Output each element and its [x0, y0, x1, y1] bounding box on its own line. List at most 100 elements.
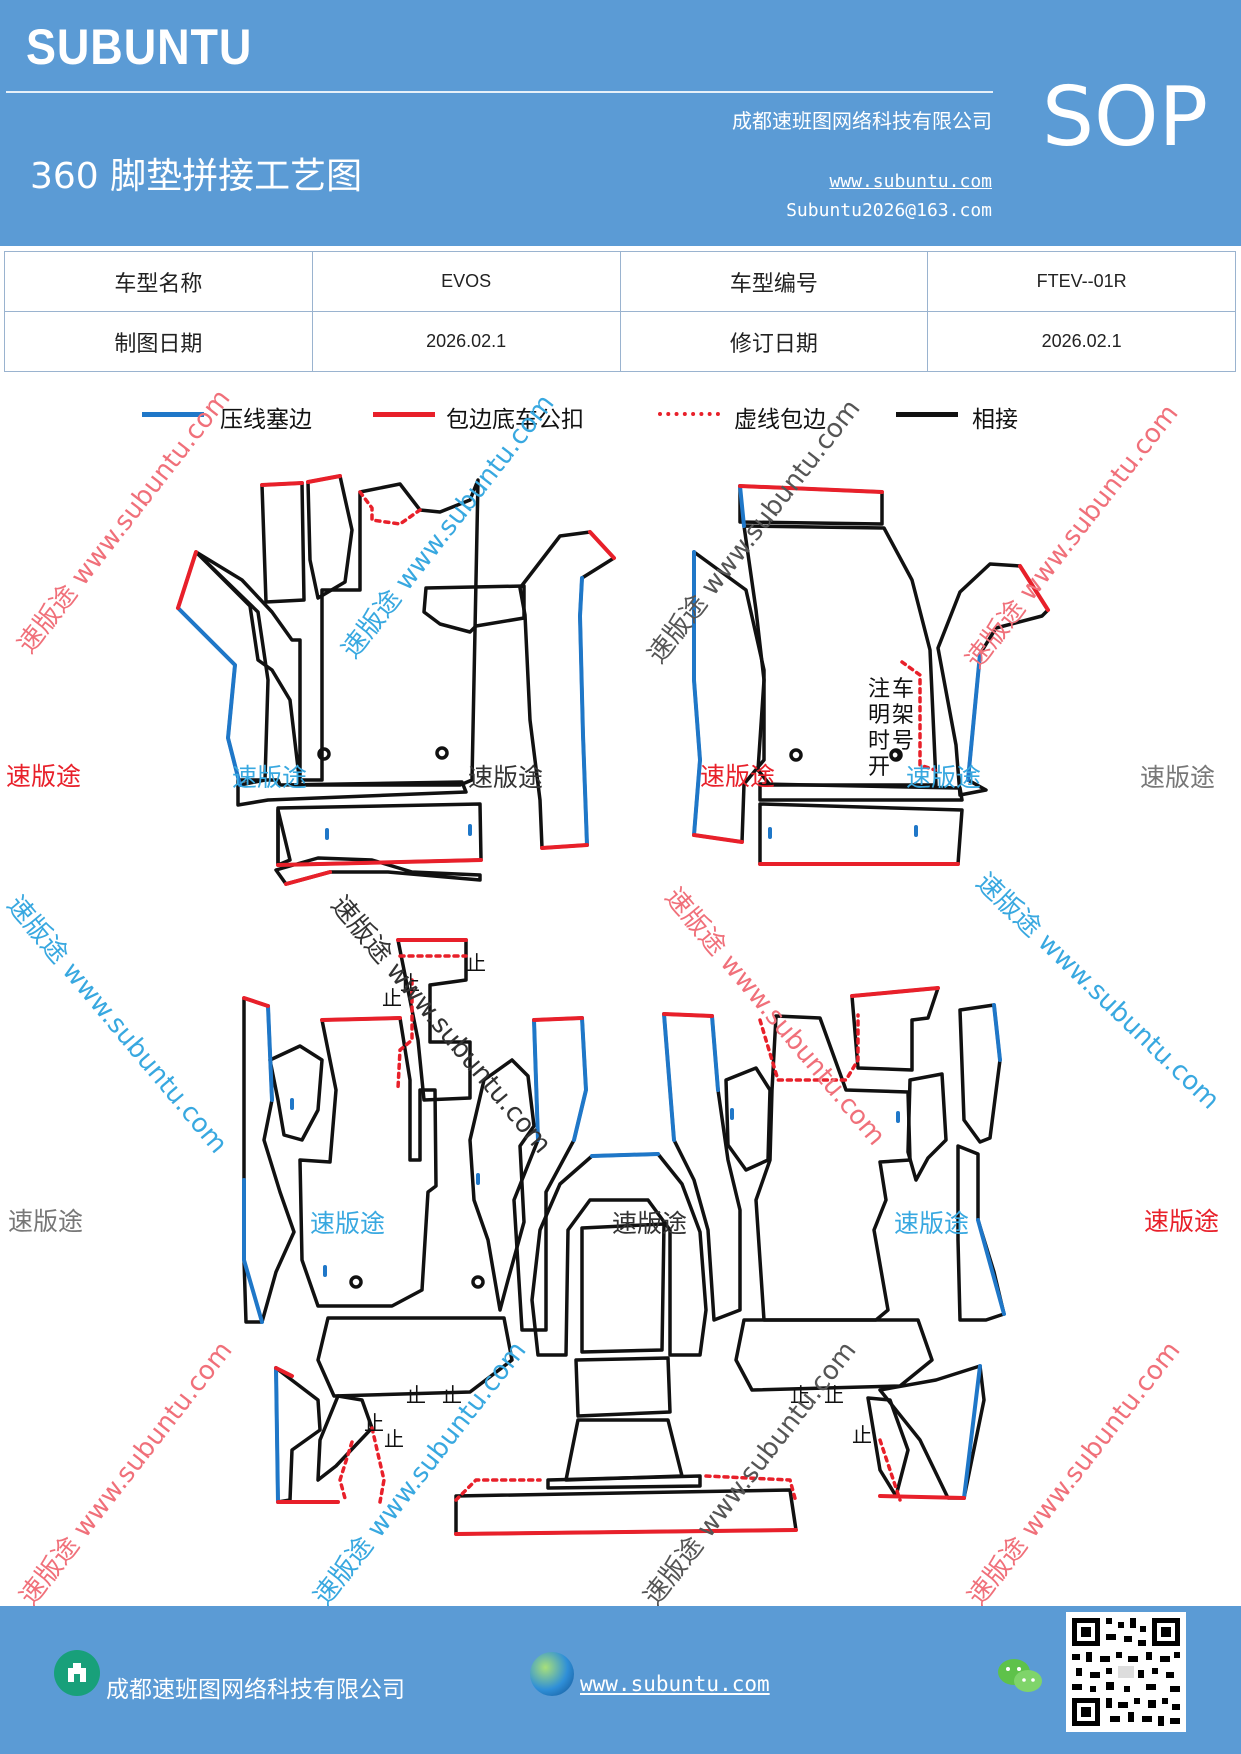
mat-piece	[546, 1474, 702, 1490]
mat-piece	[194, 478, 480, 787]
red-edge	[1018, 564, 1050, 612]
blue-edge	[578, 576, 589, 847]
watermark: 速版途	[1140, 763, 1216, 792]
mat-piece	[176, 550, 270, 787]
dotted-edge	[900, 660, 937, 772]
legend-swatch-dotted	[658, 412, 720, 416]
label-model-code: 车型编号	[619, 251, 929, 312]
mat-piece	[276, 802, 483, 867]
dotted-edge	[878, 1438, 902, 1502]
value-revise-date: 2026.02.1	[927, 311, 1236, 372]
stop-mark: 止	[406, 1383, 426, 1407]
table-row: 车型名称 EVOS 车型编号 FTEV--01R	[4, 251, 1236, 312]
stop-mark: 止	[400, 971, 420, 995]
watermark: 速版途	[906, 763, 982, 792]
note-char: 时	[868, 729, 890, 754]
mat-piece	[518, 530, 616, 850]
footer-company: 成都速班图网络科技有限公司	[106, 1677, 405, 1703]
legend-label: 压线塞边	[220, 407, 312, 433]
stop-mark: 止	[790, 1383, 810, 1407]
blue-edge	[692, 550, 702, 762]
brand-logo: SUBUNTU	[26, 19, 253, 75]
mat-piece	[580, 1222, 666, 1354]
sop-badge: SOP	[1042, 70, 1209, 165]
header-website-link[interactable]: www.subuntu.com	[829, 171, 992, 192]
blue-edge	[176, 606, 242, 787]
mat-piece	[306, 474, 354, 600]
dotted-edge	[454, 1474, 798, 1504]
stop-mark: 止	[824, 1383, 844, 1407]
blue-edge	[242, 1004, 274, 1324]
grommet	[471, 1275, 485, 1289]
blue-edge	[976, 1003, 1006, 1316]
value-model-code: FTEV--01R	[927, 251, 1236, 312]
watermark: 速版途	[1144, 1207, 1220, 1236]
red-edge	[738, 484, 884, 494]
mat-piece	[724, 1066, 772, 1172]
legend-label: 包边底车公扣	[446, 407, 584, 433]
grommet	[889, 749, 901, 761]
watermark: 速版途	[468, 763, 544, 792]
note-char: 号	[892, 729, 914, 754]
mat-piece	[512, 1016, 588, 1332]
dotted-edge	[370, 1426, 386, 1504]
blue-edge	[590, 1152, 660, 1158]
blue-edge	[532, 1016, 588, 1142]
stop-mark: 止	[382, 986, 402, 1010]
mat-piece	[316, 1394, 374, 1482]
blue-edge	[274, 1364, 982, 1504]
mat-piece	[758, 782, 964, 802]
red-edge	[176, 550, 198, 610]
globe-icon	[530, 1652, 574, 1696]
stop-mark: 止	[384, 1427, 404, 1451]
grommet	[349, 1275, 363, 1289]
watermark: 速版途	[310, 1209, 386, 1238]
grommet	[435, 746, 449, 760]
mat-piece	[260, 481, 306, 604]
note-char: 开	[868, 755, 890, 780]
building-icon	[54, 1650, 100, 1696]
watermark: 速版途	[894, 1209, 970, 1238]
legend-swatch-red	[373, 412, 435, 417]
mat-piece	[422, 584, 526, 634]
label-draw-date: 制图日期	[4, 311, 313, 372]
header-banner: SUBUNTU 360 脚垫拼接工艺图 成都速班图网络科技有限公司 www.su…	[0, 0, 1241, 246]
grommet	[789, 748, 803, 762]
red-edge	[274, 938, 966, 1500]
stop-mark: 止	[852, 1423, 872, 1447]
mat-piece	[958, 1003, 1002, 1144]
value-draw-date: 2026.02.1	[311, 311, 621, 372]
table-row: 制图日期 2026.02.1 修订日期 2026.02.1	[4, 311, 1236, 372]
mat-piece	[754, 1014, 912, 1322]
mat-piece	[316, 1316, 514, 1398]
dotted-edge	[358, 490, 422, 526]
footer-website-link[interactable]: www.subuntu.com	[580, 1672, 770, 1696]
mat-piece	[276, 808, 292, 867]
grommet	[317, 747, 331, 761]
legend: 压线塞边 包边底车公扣 虚线包边 相接	[0, 400, 1241, 440]
watermark: 速版途	[700, 762, 776, 791]
red-edge	[284, 833, 744, 886]
blue-edge	[290, 824, 918, 1110]
red-edge	[320, 1012, 714, 1022]
label-model-name: 车型名称	[4, 251, 313, 312]
mat-piece	[866, 1396, 910, 1498]
mat-piece	[564, 1418, 684, 1482]
header-company: 成都速班图网络科技有限公司	[732, 109, 992, 133]
mat-piece	[236, 778, 468, 807]
wechat-icon	[996, 1656, 1044, 1700]
watermark: 速版途	[6, 762, 82, 791]
header-divider	[6, 91, 993, 93]
dotted-edge	[396, 978, 414, 1090]
mat-piece	[274, 1366, 322, 1504]
document-title: 360 脚垫拼接工艺图	[30, 156, 363, 197]
red-edge	[260, 474, 342, 487]
stop-mark: 止	[364, 1411, 384, 1435]
mat-piece	[530, 1152, 708, 1357]
legend-swatch-black	[896, 412, 958, 417]
mat-piece	[878, 1364, 986, 1500]
legend-swatch-blue	[142, 412, 204, 417]
value-model-name: EVOS	[311, 251, 621, 312]
note-char: 注	[868, 677, 890, 702]
mat-piece	[298, 1016, 438, 1308]
